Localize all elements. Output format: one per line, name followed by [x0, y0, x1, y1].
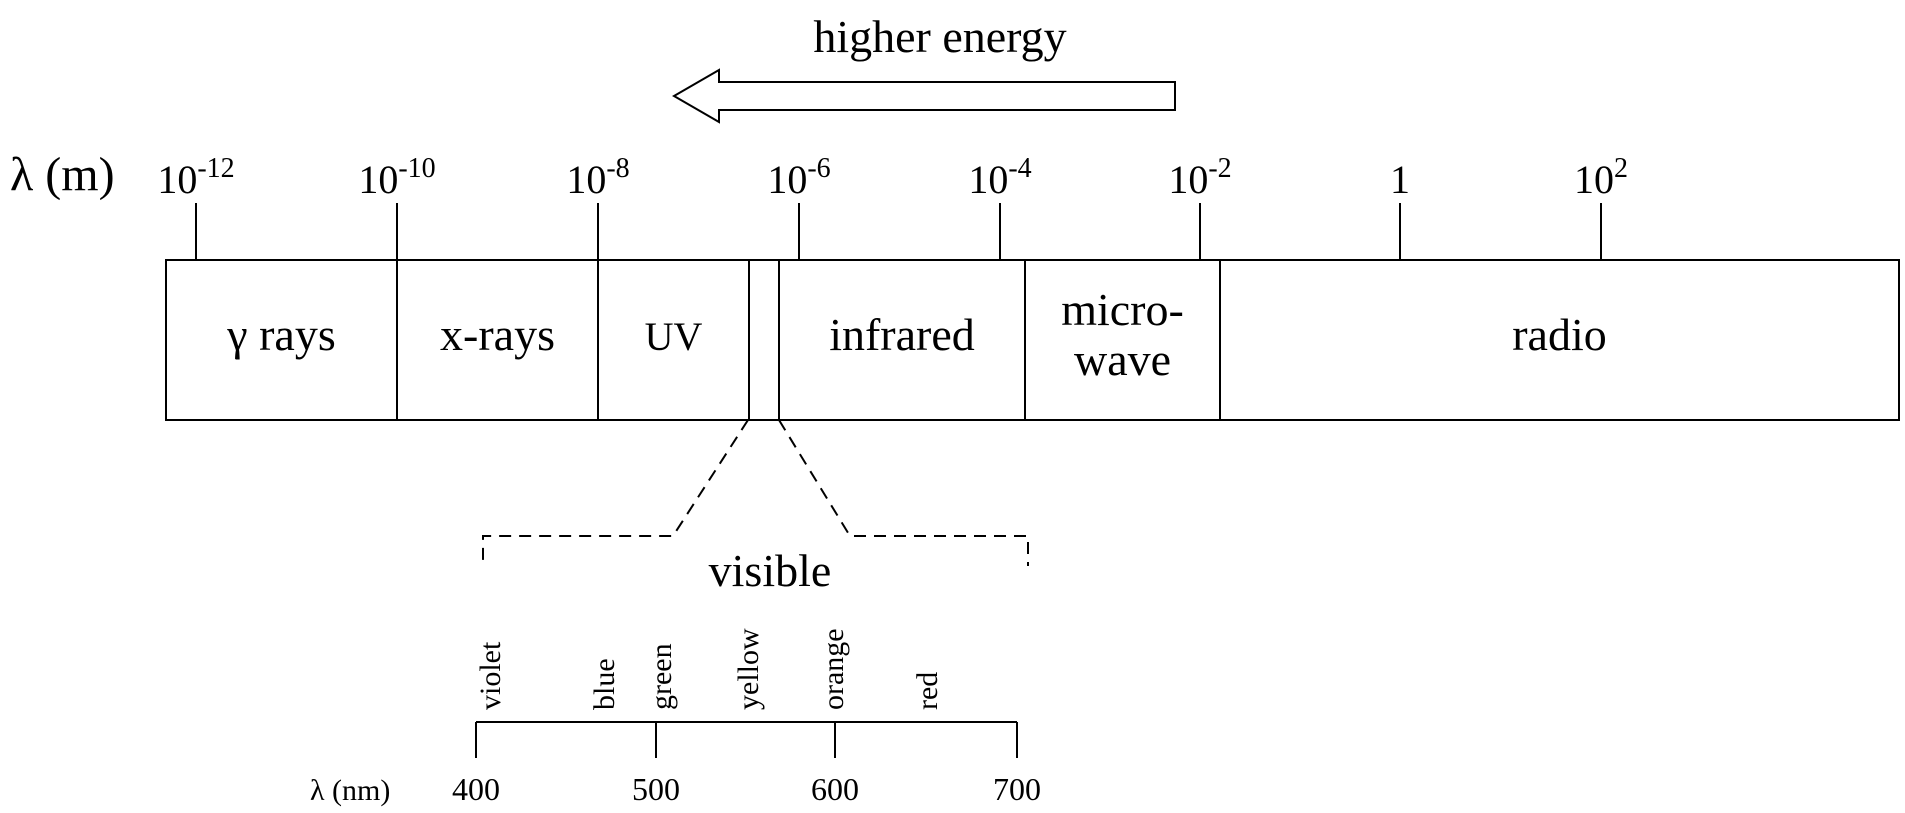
energy-label: higher energy: [813, 11, 1066, 62]
color-label-green: green: [645, 643, 678, 710]
visible-expansion-left: [482, 419, 749, 566]
nm-tick-label: 400: [452, 771, 500, 807]
nm-tick-label: 500: [632, 771, 680, 807]
color-label-red: red: [911, 672, 944, 710]
tick-label: 10-4: [968, 153, 1031, 202]
tick-label: 10-10: [358, 153, 435, 202]
band-labels: γ rays x-rays UV infrared micro-wave radio: [226, 284, 1606, 385]
tick-label: 10-2: [1168, 153, 1231, 202]
band-label-infrared: infrared: [829, 309, 975, 360]
color-label-orange: orange: [817, 628, 850, 710]
band-label-xray: x-rays: [440, 309, 555, 360]
spectrum-bar: [165, 259, 1900, 421]
band-label-microwave: wave: [1074, 334, 1171, 385]
tick-label: 1: [1390, 157, 1410, 202]
nm-tick-label: 600: [811, 771, 859, 807]
visible-label: visible: [709, 545, 832, 596]
color-label-blue: blue: [588, 658, 621, 710]
band-label-radio: radio: [1512, 309, 1607, 360]
band-dividers: [396, 260, 1221, 420]
band-label-microwave: micro-: [1061, 284, 1184, 335]
nm-scale-line: [475, 721, 1018, 758]
nm-scale-label: λ (nm): [310, 774, 390, 807]
band-label-uv: UV: [645, 314, 703, 359]
nm-tick-labels: 400 500 600 700: [452, 771, 1041, 807]
tick-label: 10-12: [157, 153, 234, 202]
wavelength-ticks: 10-12 10-10 10-8 10-6 10-4 10-2 1 102: [157, 153, 1628, 260]
band-label-gamma: γ rays: [226, 309, 335, 360]
tick-label: 102: [1574, 153, 1628, 202]
tick-label: 10-6: [767, 153, 830, 202]
tick-label: 10-8: [566, 153, 629, 202]
visible-color-labels: violet blue green yellow orange red: [474, 628, 944, 710]
visible-expansion-right: [778, 419, 1029, 566]
color-label-yellow: yellow: [732, 628, 765, 710]
energy-arrow: [672, 68, 1176, 124]
nm-tick-label: 700: [993, 771, 1041, 807]
axis-label: λ (m): [10, 148, 115, 201]
color-label-violet: violet: [474, 641, 507, 710]
